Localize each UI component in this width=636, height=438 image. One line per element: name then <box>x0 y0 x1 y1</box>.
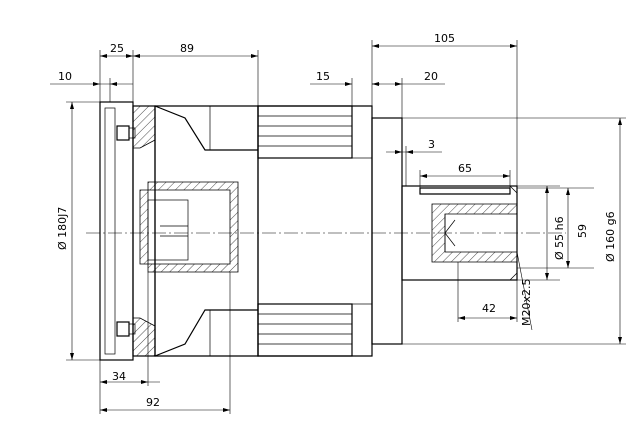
dim-flange-dia: Ø 180J7 <box>56 207 69 250</box>
dim-20: 20 <box>424 70 438 83</box>
dim-shaft-dia: Ø 55 h6 <box>553 216 566 260</box>
dim-thread: M20x2.5 <box>520 279 533 327</box>
lower-gear-detail <box>154 303 373 357</box>
dim-key-height: 59 <box>576 224 589 238</box>
input-bore <box>147 199 456 261</box>
dim-105: 105 <box>434 32 455 45</box>
dim-34: 34 <box>112 370 126 383</box>
dim-42: 42 <box>482 302 496 315</box>
dim-pilot-dia: Ø 160 g6 <box>604 211 617 262</box>
dim-89: 89 <box>180 42 194 55</box>
dim-92: 92 <box>146 396 160 409</box>
dim-65: 65 <box>458 162 472 175</box>
dim-25: 25 <box>110 42 124 55</box>
dim-3: 3 <box>428 138 435 151</box>
dimension-labels: 25 89 10 15 105 20 3 65 42 34 92 Ø 180J7… <box>56 32 617 409</box>
dim-15: 15 <box>316 70 330 83</box>
hatched-sections <box>132 105 518 357</box>
upper-gear-detail <box>154 105 373 159</box>
dimension-lines <box>50 40 626 414</box>
gearbox-body <box>99 101 518 361</box>
dim-10: 10 <box>58 70 72 83</box>
flange-bolts <box>116 125 136 337</box>
